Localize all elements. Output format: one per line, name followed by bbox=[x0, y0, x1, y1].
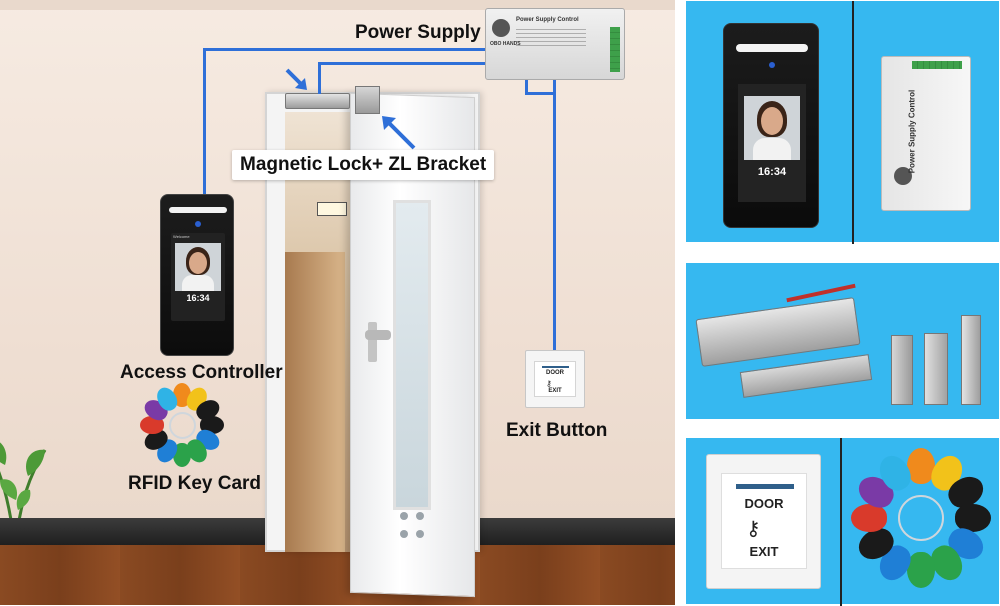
exit-button-plate: DOOR ⚷ EXIT bbox=[534, 361, 576, 397]
wire-top-left bbox=[203, 48, 490, 51]
key-icon: ⚷ bbox=[546, 379, 552, 388]
psu-terminal-block bbox=[610, 27, 620, 72]
device-camera-icon bbox=[195, 221, 201, 227]
psu-title-rotated: Power Supply Control bbox=[907, 89, 917, 174]
door-vent-hole bbox=[416, 512, 424, 520]
access-controller-device: Welcome 16:34 bbox=[160, 194, 234, 356]
exit-plate-door: DOOR bbox=[744, 496, 784, 511]
panel-exit-fobs: DOOR ⚷ EXIT bbox=[685, 437, 1000, 606]
psu-title: Power Supply Control bbox=[516, 17, 579, 23]
zl-bracket bbox=[355, 86, 380, 114]
hallway-wall bbox=[285, 252, 345, 552]
screen-greeting: Welcome bbox=[173, 234, 190, 239]
wire-psu-down bbox=[525, 80, 528, 94]
label-magnetic-lock: Magnetic Lock+ ZL Bracket bbox=[232, 150, 495, 180]
panel-maglock bbox=[695, 297, 861, 367]
door-handle-plate bbox=[368, 322, 377, 362]
rfid-key-fob bbox=[851, 504, 887, 532]
installation-scene: Power Supply Control OBO HANDS Welcome 1… bbox=[0, 0, 675, 605]
psu-terminal-block bbox=[912, 61, 962, 69]
key-ring bbox=[897, 494, 945, 542]
exit-button-device: DOOR ⚷ EXIT bbox=[525, 350, 585, 408]
wire-controller-up bbox=[203, 48, 206, 196]
device-screen: Welcome 16:34 bbox=[171, 233, 225, 321]
panel-zl-bracket-2 bbox=[924, 333, 948, 405]
label-power-supply: Power Supply bbox=[355, 22, 481, 43]
exit-indicator-strip bbox=[542, 366, 569, 368]
wire-exit-down bbox=[553, 80, 556, 352]
door-handle bbox=[365, 330, 391, 340]
key-icon: ⚷ bbox=[746, 518, 761, 540]
exit-button-plate: DOOR ⚷ EXIT bbox=[721, 473, 807, 569]
screen-photo bbox=[175, 243, 221, 291]
device-camera-icon bbox=[769, 62, 775, 68]
exit-plate-exit: EXIT bbox=[749, 544, 779, 559]
wire-psu-exit bbox=[525, 92, 556, 95]
wooden-floor bbox=[0, 545, 675, 605]
screen-photo bbox=[744, 96, 800, 160]
label-rfid-key-card: RFID Key Card bbox=[128, 473, 262, 494]
face bbox=[189, 252, 207, 274]
panel-divider bbox=[840, 438, 842, 606]
screen-time: 16:34 bbox=[757, 166, 787, 178]
device-screen: 16:34 bbox=[738, 84, 806, 202]
panel-armature-plate bbox=[739, 354, 873, 398]
exit-plate-exit: EXIT bbox=[548, 388, 562, 394]
label-access-controller: Access Controller bbox=[120, 362, 283, 383]
hallway-light bbox=[317, 202, 347, 216]
face bbox=[761, 107, 783, 135]
panel-psu-device: Power Supply Control bbox=[881, 56, 971, 211]
panel-zl-bracket-3 bbox=[961, 315, 981, 405]
label-exit-button: Exit Button bbox=[506, 420, 608, 441]
key-ring bbox=[168, 411, 196, 439]
panel-zl-bracket-1 bbox=[891, 335, 913, 405]
arrow-to-maglock-icon bbox=[285, 68, 307, 90]
device-light-bar bbox=[736, 44, 808, 52]
panel-controller-device: 16:34 bbox=[723, 23, 819, 228]
magnetic-lock bbox=[285, 93, 350, 109]
screen-time: 16:34 bbox=[186, 293, 210, 303]
face-body bbox=[182, 275, 214, 291]
exit-plate-door: DOOR bbox=[546, 370, 564, 376]
door-vent-hole bbox=[416, 530, 424, 538]
wire-lock-up bbox=[318, 62, 321, 94]
wall-trim bbox=[0, 0, 675, 10]
arrow-to-bracket-icon bbox=[382, 116, 416, 150]
door-vent-hole bbox=[400, 512, 408, 520]
door-glass-panel bbox=[393, 200, 431, 510]
psu-logo-icon bbox=[492, 19, 510, 37]
panel-maglock-bracket bbox=[685, 262, 1000, 420]
wire-lock-across bbox=[318, 62, 490, 65]
exit-indicator-strip bbox=[736, 484, 794, 489]
rfid-key-fob bbox=[907, 552, 935, 588]
panel-exit-button: DOOR ⚷ EXIT bbox=[706, 454, 821, 589]
face-body bbox=[753, 138, 791, 160]
device-light-bar bbox=[169, 207, 227, 213]
psu-brand: OBO HANDS bbox=[490, 41, 521, 47]
panel-controller-psu: 16:34 Power Supply Control bbox=[685, 0, 1000, 244]
power-supply-unit: Power Supply Control OBO HANDS bbox=[485, 8, 625, 80]
psu-logo-icon bbox=[894, 167, 912, 185]
psu-spec-lines bbox=[516, 29, 586, 49]
panel-divider bbox=[852, 1, 854, 244]
door-vent-hole bbox=[400, 530, 408, 538]
